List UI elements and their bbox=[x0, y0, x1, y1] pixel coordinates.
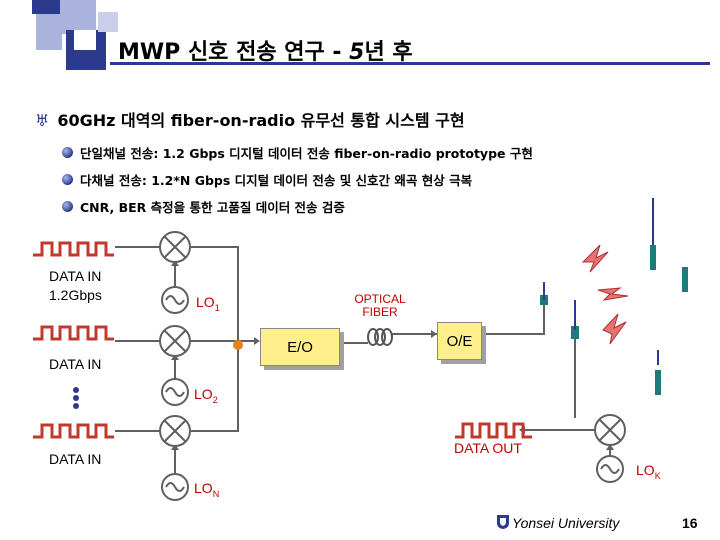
lok-text: LO bbox=[636, 462, 655, 478]
oscillator-icons bbox=[161, 286, 624, 501]
optical-fiber-line1: OPTICAL bbox=[354, 292, 406, 306]
data-signal-icons bbox=[33, 241, 532, 439]
wire-arrowheads bbox=[160, 243, 614, 450]
sub-bullet-1: 단일채널 전송: 1.2 Gbps 디지털 데이터 전송 fiber-on-ra… bbox=[80, 146, 533, 161]
page-number: 16 bbox=[682, 515, 698, 531]
antenna-icons bbox=[540, 198, 688, 395]
data-in-label-1: DATA IN bbox=[49, 268, 102, 284]
lok-label: LOK bbox=[636, 462, 661, 481]
data-in-label-3: DATA IN bbox=[49, 451, 102, 467]
sub-bullet-dot-icon bbox=[62, 147, 73, 158]
fiber-coil-icon bbox=[367, 328, 393, 346]
university-crest-icon bbox=[497, 515, 509, 529]
lok-subscript: K bbox=[654, 470, 661, 481]
data-out-label: DATA OUT bbox=[454, 440, 522, 456]
footer-university: Yonsei University bbox=[512, 515, 620, 531]
oe-converter-box: O/E bbox=[437, 322, 482, 360]
lon-label: LON bbox=[194, 480, 219, 499]
optical-fiber-line2: FIBER bbox=[362, 305, 398, 319]
signal-wires bbox=[115, 246, 611, 476]
channel-ellipsis-icon bbox=[73, 387, 79, 409]
eo-converter-box: E/O bbox=[260, 328, 340, 366]
sub-bullet-3: CNR, BER 측정을 통한 고품질 데이터 전송 검증 bbox=[80, 200, 345, 215]
data-rate-label: 1.2Gbps bbox=[49, 287, 102, 303]
bullet-mark-icon: ♅ bbox=[35, 111, 50, 130]
sub-bullet-dot-icon bbox=[62, 201, 73, 212]
lo1-subscript: 1 bbox=[214, 302, 220, 313]
wireless-signal-icons bbox=[581, 244, 629, 345]
title-underline bbox=[110, 62, 710, 65]
lon-text: LO bbox=[194, 480, 213, 496]
title-number: 5 bbox=[349, 40, 365, 65]
lo2-subscript: 2 bbox=[212, 394, 218, 405]
lo2-label: LO2 bbox=[194, 386, 218, 405]
main-bullet-text: 60GHz 대역의 fiber-on-radio 유무선 통합 시스템 구현 bbox=[57, 111, 465, 130]
lon-subscript: N bbox=[212, 488, 220, 499]
mixer-icons bbox=[159, 231, 626, 447]
title-suffix: 년 후 bbox=[364, 40, 413, 65]
combiner-node bbox=[233, 340, 243, 350]
sub-bullet-2: 다채널 전송: 1.2*N Gbps 디지털 데이터 전송 및 신호간 왜곡 현… bbox=[80, 173, 473, 188]
data-in-label-2: DATA IN bbox=[49, 356, 102, 372]
lo1-label: LO1 bbox=[196, 294, 220, 313]
sub-bullet-dot-icon bbox=[62, 174, 73, 185]
title-prefix: MWP 신호 전송 연구 - bbox=[118, 40, 350, 65]
main-bullet: ♅ 60GHz 대역의 fiber-on-radio 유무선 통합 시스템 구현 bbox=[35, 107, 465, 131]
lo2-text: LO bbox=[194, 386, 213, 402]
slide-title: MWP 신호 전송 연구 - 5년 후 bbox=[118, 34, 413, 66]
lo1-text: LO bbox=[196, 294, 215, 310]
